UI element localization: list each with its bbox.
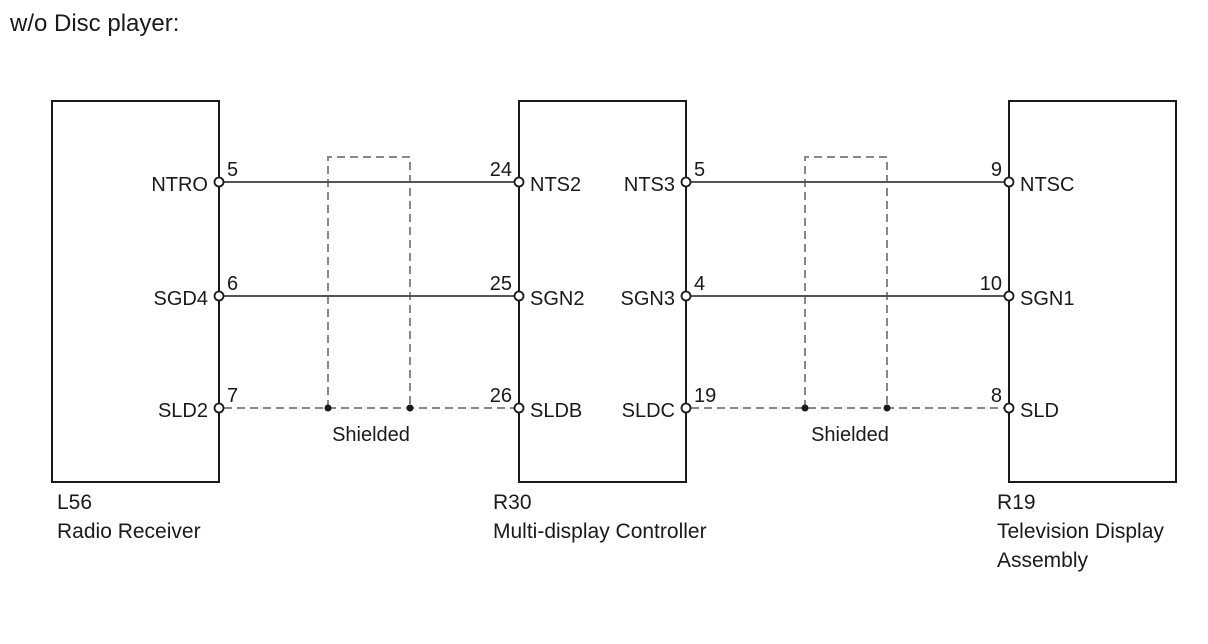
pin-name-sgn3: SGN3 — [621, 288, 675, 310]
terminal-sld — [1003, 402, 1015, 414]
pin-number-sgd4: 6 — [227, 273, 238, 295]
junction-dot — [324, 404, 332, 412]
pin-name-sld2: SLD2 — [158, 400, 208, 422]
radio-receiver-label: L56 Radio Receiver — [57, 488, 201, 546]
component-code: L56 — [57, 491, 93, 514]
diagram-heading: w/o Disc player: — [10, 10, 180, 37]
shield-outline-left — [327, 156, 411, 408]
shield-outline-right — [804, 156, 888, 408]
component-name: Radio Receiver — [57, 520, 201, 543]
component-code: R19 — [997, 491, 1036, 514]
terminal-sgn3 — [680, 290, 692, 302]
pin-name-sldc: SLDC — [622, 400, 675, 422]
junction-dot — [801, 404, 809, 412]
junction-dot — [883, 404, 891, 412]
terminal-sld2 — [213, 402, 225, 414]
pin-number-ntsc: 9 — [991, 159, 1002, 181]
component-code: R30 — [493, 491, 532, 514]
pin-name-sld: SLD — [1020, 400, 1059, 422]
pin-number-sgn1: 10 — [980, 273, 1002, 295]
terminal-nts3 — [680, 176, 692, 188]
controller-label: R30 Multi-display Controller — [493, 488, 707, 546]
pin-number-sgn3: 4 — [694, 273, 705, 295]
shield-label-right: Shielded — [811, 424, 889, 446]
pin-name-sgn2: SGN2 — [530, 288, 584, 310]
pin-name-sgn1: SGN1 — [1020, 288, 1074, 310]
shield-label-left: Shielded — [332, 424, 410, 446]
pin-name-ntro: NTRO — [151, 174, 208, 196]
pin-name-sldb: SLDB — [530, 400, 582, 422]
terminal-sgn1 — [1003, 290, 1015, 302]
terminal-ntsc — [1003, 176, 1015, 188]
pin-number-sgn2: 25 — [490, 273, 512, 295]
pin-number-sld2: 7 — [227, 385, 238, 407]
pin-number-ntro: 5 — [227, 159, 238, 181]
pin-number-sldb: 26 — [490, 385, 512, 407]
component-name: Multi-display Controller — [493, 520, 707, 543]
pin-number-nts3: 5 — [694, 159, 705, 181]
pin-name-nts3: NTS3 — [624, 174, 675, 196]
terminal-nts2 — [513, 176, 525, 188]
pin-name-nts2: NTS2 — [530, 174, 581, 196]
component-name-line1: Television Display — [997, 520, 1164, 543]
terminal-ntro — [213, 176, 225, 188]
pin-number-sld: 8 — [991, 385, 1002, 407]
junction-dot — [406, 404, 414, 412]
pin-name-ntsc: NTSC — [1020, 174, 1074, 196]
terminal-sgn2 — [513, 290, 525, 302]
terminal-sgd4 — [213, 290, 225, 302]
pin-name-sgd4: SGD4 — [154, 288, 208, 310]
component-name-line2: Assembly — [997, 549, 1089, 572]
tv-display-label: R19 Television Display Assembly — [997, 488, 1164, 575]
terminal-sldc — [680, 402, 692, 414]
pin-number-sldc: 19 — [694, 385, 716, 407]
pin-number-nts2: 24 — [490, 159, 512, 181]
terminal-sldb — [513, 402, 525, 414]
